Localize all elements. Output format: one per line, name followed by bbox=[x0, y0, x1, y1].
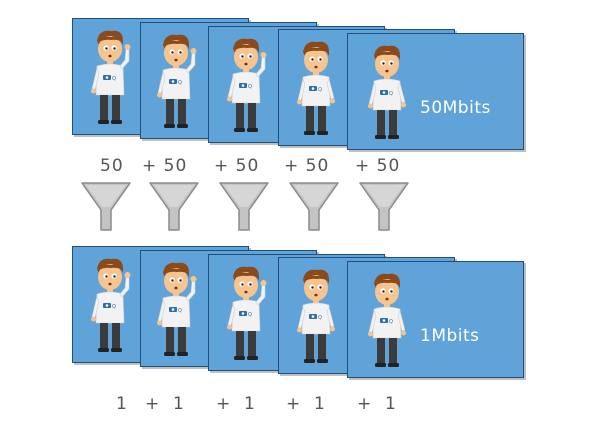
high-bitrate-amount-4: + 50 bbox=[284, 156, 330, 176]
cartoon-person-icon: Q bbox=[297, 41, 335, 135]
svg-text:Q: Q bbox=[248, 312, 252, 318]
svg-text:Q: Q bbox=[178, 80, 182, 86]
high-bitrate-amount-5: + 50 bbox=[355, 156, 401, 176]
cartoon-person-icon: Q bbox=[368, 273, 406, 367]
svg-text:Q: Q bbox=[112, 304, 116, 310]
row-low-bitrate: Q Q bbox=[0, 246, 600, 386]
funnel-icon bbox=[359, 182, 409, 231]
person-figure: Q bbox=[91, 258, 131, 352]
cartoon-person-icon: Q bbox=[91, 258, 131, 352]
cartoon-person-icon: Q bbox=[297, 269, 335, 363]
cartoon-person-icon: Q bbox=[157, 34, 197, 128]
svg-text:Q: Q bbox=[248, 84, 252, 90]
low-bitrate-frame-5: Q 1Mbits bbox=[347, 261, 524, 378]
low-bitrate-amount-1: 1 bbox=[116, 394, 128, 414]
person-figure: Q bbox=[157, 262, 197, 356]
high-bitrate-bitrate-label: 50Mbits bbox=[420, 98, 491, 118]
high-bitrate-amount-1: 50 bbox=[100, 156, 124, 176]
cartoon-person-icon: Q bbox=[91, 30, 131, 124]
funnel-row bbox=[0, 180, 600, 236]
person-figure: Q bbox=[368, 45, 406, 139]
high-bitrate-frame-5: Q 50Mbits bbox=[347, 33, 524, 150]
funnel-icon bbox=[219, 182, 269, 231]
person-figure: Q bbox=[368, 273, 406, 367]
person-figure: Q bbox=[157, 34, 197, 128]
low-bitrate-amount-2: + 1 bbox=[145, 394, 185, 414]
funnel-icon bbox=[149, 182, 199, 231]
funnel-icon bbox=[289, 182, 339, 231]
person-figure: Q bbox=[227, 38, 267, 132]
cartoon-person-icon: Q bbox=[227, 266, 267, 360]
low-bitrate-amount-5: + 1 bbox=[357, 394, 397, 414]
cartoon-person-icon: Q bbox=[157, 262, 197, 356]
cartoon-person-icon: Q bbox=[227, 38, 267, 132]
low-bitrate-bitrate-label: 1Mbits bbox=[420, 326, 480, 346]
low-bitrate-amount-4: + 1 bbox=[286, 394, 326, 414]
high-bitrate-amount-3: + 50 bbox=[214, 156, 260, 176]
person-figure: Q bbox=[297, 269, 335, 363]
low-bitrate-sum: 1 + 1 + 1 + 1 + 1 bbox=[0, 394, 600, 418]
row-high-bitrate: Q Q bbox=[0, 18, 600, 158]
cartoon-person-icon: Q bbox=[368, 45, 406, 139]
svg-text:Q: Q bbox=[318, 87, 322, 93]
svg-text:Q: Q bbox=[389, 319, 393, 325]
funnel-icon bbox=[81, 182, 131, 231]
svg-text:Q: Q bbox=[112, 76, 116, 82]
svg-text:Q: Q bbox=[318, 315, 322, 321]
low-bitrate-amount-3: + 1 bbox=[216, 394, 256, 414]
person-figure: Q bbox=[297, 41, 335, 135]
svg-text:Q: Q bbox=[178, 308, 182, 314]
svg-text:Q: Q bbox=[389, 91, 393, 97]
person-figure: Q bbox=[91, 30, 131, 124]
high-bitrate-sum: 50 + 50 + 50 + 50 + 50 bbox=[0, 156, 600, 180]
person-figure: Q bbox=[227, 266, 267, 360]
high-bitrate-amount-2: + 50 bbox=[142, 156, 188, 176]
